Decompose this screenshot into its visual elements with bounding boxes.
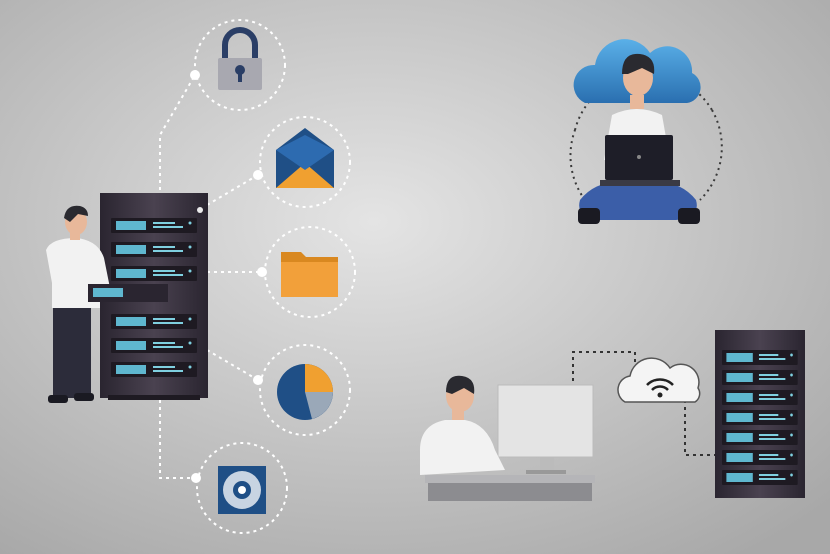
desk-user (420, 375, 595, 501)
lock-icon (218, 27, 262, 90)
laptop-icon (600, 135, 680, 186)
wifi-cloud-icon (617, 357, 701, 403)
folder-icon (281, 252, 338, 297)
admin-person (46, 205, 168, 403)
disc-icon (218, 466, 266, 514)
network-connectors (572, 351, 715, 456)
server-rack-icon (715, 330, 805, 498)
cloud-user (569, 39, 723, 224)
monitor-icon (497, 384, 594, 474)
email-icon (276, 128, 334, 188)
connector-dots (190, 70, 267, 483)
pie-chart-icon (277, 364, 333, 420)
